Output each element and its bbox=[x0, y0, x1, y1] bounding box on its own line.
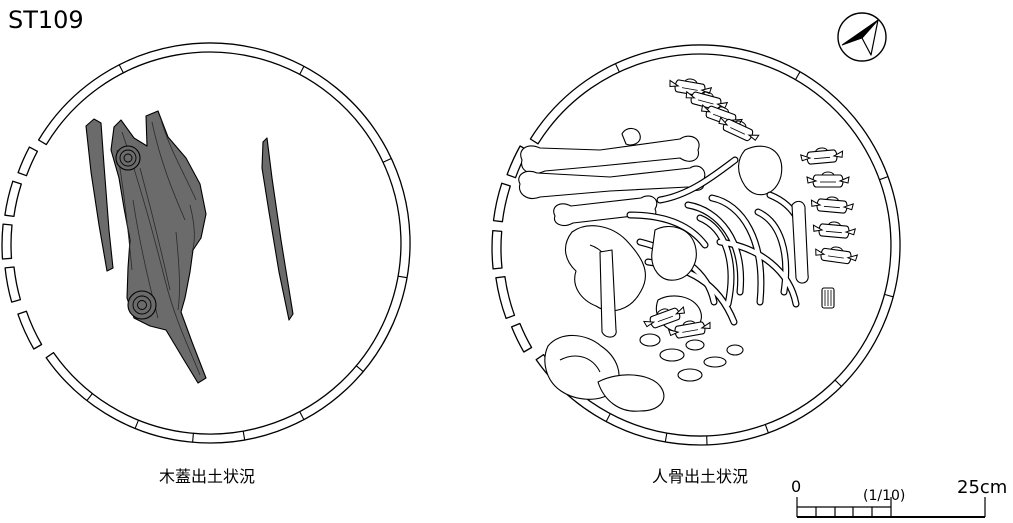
rim-crack bbox=[398, 275, 408, 279]
scale-start-label: 0 bbox=[791, 477, 801, 496]
rim-crack bbox=[299, 411, 305, 420]
jaw-fragment bbox=[597, 374, 665, 412]
rim-crack bbox=[299, 66, 305, 75]
caption-wooden-lid: 木蓋出土状況 bbox=[159, 467, 255, 486]
compass-arrow-light-half bbox=[861, 19, 879, 56]
site-title: ST109 bbox=[8, 6, 84, 34]
wooden-lid-fragment-left bbox=[85, 118, 114, 272]
rim-crack bbox=[664, 433, 668, 443]
urn-rim-fragment bbox=[491, 229, 503, 270]
urn-rim-fragment bbox=[17, 146, 39, 177]
side-long-bone bbox=[791, 200, 809, 284]
urn-rim-fragment bbox=[495, 275, 516, 320]
rim-crack bbox=[615, 63, 620, 73]
rim-crack bbox=[764, 424, 769, 434]
scale-ratio-label: (1/10) bbox=[863, 488, 905, 504]
hatched-vertebra bbox=[821, 287, 835, 309]
vertebral-column-upper bbox=[667, 74, 762, 145]
wooden-lid-panel bbox=[1, 42, 411, 444]
rim-crack bbox=[192, 433, 194, 443]
scale-end-label: 25cm bbox=[957, 477, 1007, 498]
urn-rim-fragment bbox=[4, 266, 22, 303]
vertebra bbox=[812, 219, 857, 240]
north-arrow-icon bbox=[837, 12, 887, 62]
caption-human-bones: 人骨出土状況 bbox=[652, 467, 748, 486]
rim-crack bbox=[879, 176, 889, 181]
urn-rim-fragment bbox=[1, 223, 13, 260]
scapula bbox=[738, 145, 783, 196]
vertebra bbox=[799, 145, 844, 166]
vertebra bbox=[810, 194, 855, 215]
rim-crack bbox=[834, 379, 842, 387]
urn-rim-left bbox=[1, 42, 411, 444]
urn-rim-fragment bbox=[17, 310, 43, 350]
long-bone-upper bbox=[520, 135, 700, 174]
rim-crack bbox=[118, 64, 124, 74]
urn-rim-fragment bbox=[510, 322, 533, 353]
rim-crack bbox=[134, 419, 140, 429]
human-bones-panel bbox=[491, 44, 901, 446]
small-hand-bones bbox=[639, 333, 744, 382]
vertebra bbox=[806, 171, 850, 188]
rim-crack bbox=[355, 365, 364, 373]
urn-rim-fragment bbox=[492, 182, 511, 223]
rim-crack bbox=[86, 393, 93, 401]
rim-crack bbox=[884, 293, 894, 298]
long-bone-lower bbox=[553, 195, 658, 226]
vertebra bbox=[813, 243, 859, 266]
bone-fragment bbox=[621, 127, 641, 146]
wood-grain-lines bbox=[116, 119, 201, 376]
skull-contour bbox=[559, 355, 601, 373]
wood-knot-upper bbox=[115, 145, 141, 171]
vertebral-column-right bbox=[799, 145, 859, 266]
wood-knot-lower bbox=[127, 290, 157, 320]
urn-rim-segment bbox=[37, 42, 411, 444]
rim-crack bbox=[242, 431, 246, 441]
scale-bar: 0 (1/10) 25cm bbox=[791, 477, 1007, 518]
pelvis-right bbox=[651, 226, 697, 281]
urn-rim-fragment bbox=[4, 180, 22, 218]
rim-crack bbox=[605, 413, 611, 422]
vertical-long-bone bbox=[599, 249, 617, 338]
wooden-lid-fragment-right bbox=[261, 137, 294, 321]
rim-crack bbox=[382, 158, 392, 163]
urn-rim-segment bbox=[529, 44, 901, 446]
rim-crack bbox=[795, 71, 801, 80]
